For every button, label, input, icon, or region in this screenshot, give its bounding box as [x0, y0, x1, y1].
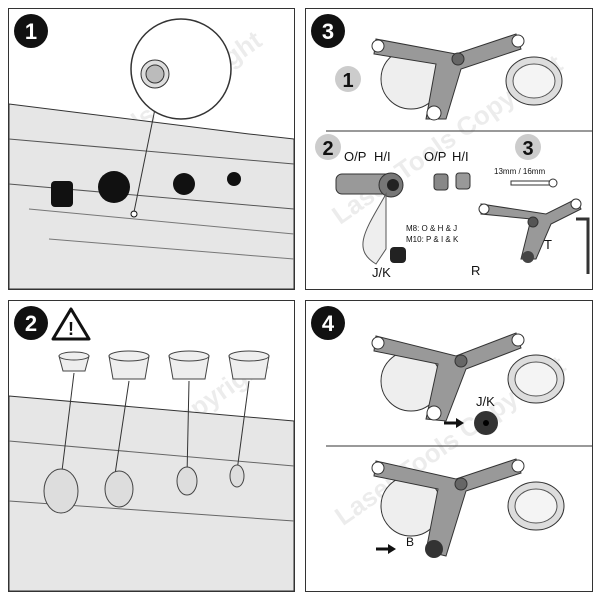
label-wrench-size: 13mm / 16mm — [494, 167, 545, 176]
step-number-badge: 4 — [311, 306, 345, 340]
label-m8: M8: O & H & J — [406, 224, 457, 233]
step-1-illustration: Laser Tools Copyright 1 — [9, 14, 294, 289]
label-r: R — [471, 263, 480, 278]
step-1-panel: Laser Tools Copyright 1 — [8, 8, 295, 290]
step-number: 4 — [322, 311, 335, 336]
label-m10: M10: P & I & K — [406, 235, 459, 244]
wrench-icon — [510, 178, 558, 188]
step-3-illustration: Laser Tools Copyright 3 1 2 O/P H/I O/P … — [311, 14, 592, 280]
label-jk: J/K — [476, 394, 495, 409]
step-number-badge: 2 — [14, 306, 48, 340]
svg-text:!: ! — [68, 319, 74, 339]
step-number: 3 — [322, 19, 334, 44]
substep-number: 1 — [342, 70, 353, 92]
warning-triangle-icon: ! — [51, 307, 91, 341]
label-b: B — [406, 535, 414, 549]
step-number: 1 — [25, 19, 37, 44]
step-4-panel: Laser Tools Copyright 4 J/K B — [305, 300, 593, 592]
substep-number: 2 — [322, 138, 333, 160]
label-jk: J/K — [372, 265, 391, 280]
label-op: O/P — [344, 149, 366, 164]
label-op-2: O/P — [424, 149, 446, 164]
label-t: T — [544, 237, 552, 252]
label-hi-2: H/I — [452, 149, 469, 164]
step-2-panel: Laser Tools Copyright 2 ! — [8, 300, 295, 592]
step-number-badge: 1 — [14, 14, 48, 48]
label-hi: H/I — [374, 149, 391, 164]
step-number-badge: 3 — [311, 14, 345, 48]
step-number: 2 — [25, 311, 37, 336]
substep-number: 3 — [522, 138, 533, 160]
step-3-panel: Laser Tools Copyright 3 1 2 O/P H/I O/P … — [305, 8, 593, 290]
step-2-illustration: Laser Tools Copyright 2 ! — [9, 306, 294, 591]
step-4-illustration: Laser Tools Copyright 4 J/K B — [311, 306, 592, 558]
